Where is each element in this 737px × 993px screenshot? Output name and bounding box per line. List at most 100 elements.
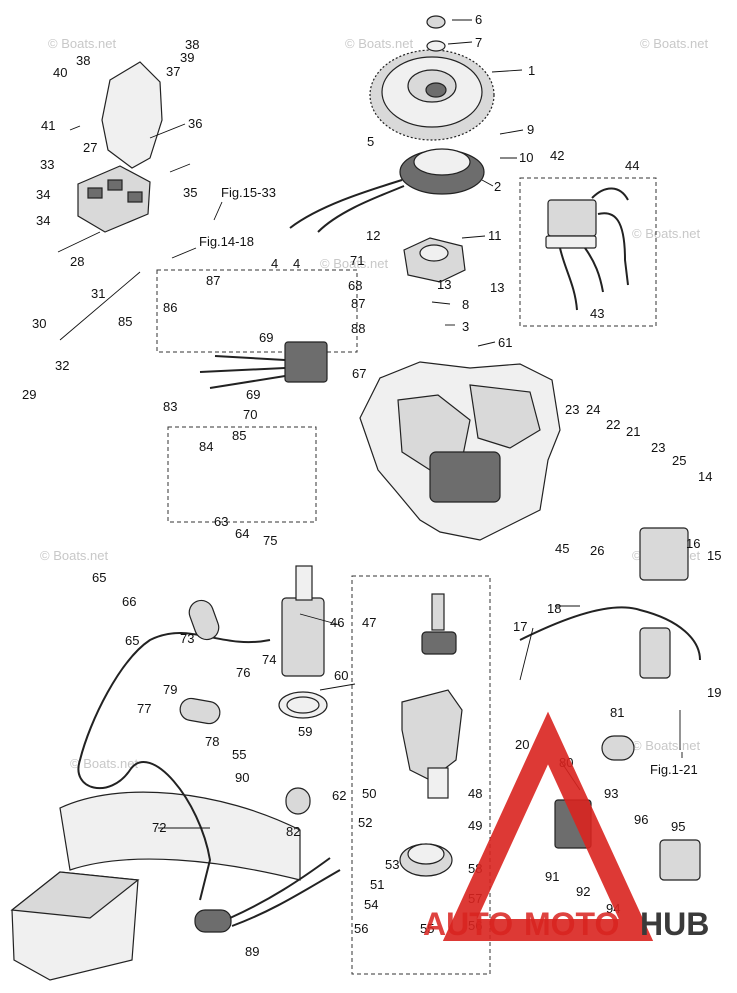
battery [10,871,140,981]
starter-armature [401,593,463,799]
callout: 70 [243,407,257,422]
callout: 87 [351,296,365,311]
callout: 23 [651,440,665,455]
starter-motor [278,565,328,719]
ignition-coil [545,187,629,311]
sub-harness [519,606,701,661]
callout: 69 [259,330,273,345]
callout: 22 [606,417,620,432]
callout: 88 [351,321,365,336]
callout: 75 [263,533,277,548]
group-box-46 [351,575,491,975]
callout: 71 [350,253,364,268]
callout: 53 [385,857,399,872]
callout: 38 [185,37,199,52]
callout: 1 [528,63,535,78]
callout: 84 [199,439,213,454]
callout: 40 [53,65,67,80]
callout: 49 [468,818,482,833]
callout: 2 [494,179,501,194]
callout: 81 [610,705,624,720]
callout: 43 [590,306,604,321]
callout: 54 [364,897,378,912]
callout: 72 [152,820,166,835]
callout: 65 [125,633,139,648]
watermark: © Boats.net [640,36,709,51]
starter-end-cap [399,843,453,877]
fuse-holder-96 [659,839,701,881]
watermark: © Boats.net [632,226,701,241]
callout: 16 [686,536,700,551]
rectifier-regulator [199,341,328,389]
watermark: © Boats.net [70,756,139,771]
relay-box [77,165,151,233]
watermark: © Boats.net [48,36,117,51]
callout: 68 [348,278,362,293]
callout: 96 [634,812,648,827]
main-harness [194,857,341,933]
callout: 62 [332,788,346,803]
callout: 13 [437,277,451,292]
callout: 34 [36,187,50,202]
callout: 23 [565,402,579,417]
figure-reference: Fig.1-21 [650,762,698,777]
automotohub-logo: AUTO MOTO HUB [423,711,709,942]
callout: 34 [36,213,50,228]
callout: 33 [40,157,54,172]
callout: 74 [262,652,276,667]
bottom-cowling [59,791,301,881]
callout: 65 [92,570,106,585]
callout: 50 [362,786,376,801]
battery-cable [77,631,271,901]
callout: 11 [488,228,502,243]
callout: 47 [362,615,376,630]
callout: 93 [604,786,618,801]
callout: 7 [475,35,482,50]
callout: 59 [298,724,312,739]
callout: 24 [586,402,600,417]
callout: 13 [490,280,504,295]
callout: 21 [626,424,640,439]
logo-word-hub: HUB [640,906,709,942]
callout: 69 [246,387,260,402]
callout: 30 [32,316,46,331]
callout: 5 [367,134,374,149]
callout: 86 [163,300,177,315]
callout: 87 [206,273,220,288]
callout: 35 [183,185,197,200]
callout: 79 [163,682,177,697]
callout: 46 [330,615,344,630]
cdi-unit [639,527,689,581]
callout: 25 [672,453,686,468]
callout: 83 [163,399,177,414]
callout: 85 [232,428,246,443]
pulser-coil-base [403,237,466,283]
callout-labels: 1 2 3 4 4 5 6 7 8 9 10 11 12 13 13 14 15… [22,12,721,959]
flywheel [369,49,495,141]
callout: 89 [245,944,259,959]
callout: 4 [271,256,278,271]
callout: 17 [513,619,527,634]
callout: 4 [293,256,300,271]
callout: 55 [420,921,434,936]
callout: 37 [166,64,180,79]
figure-reference: Fig.14-18 [199,234,254,249]
group-box-86 [156,269,358,353]
callout: 31 [91,286,105,301]
callout: 6 [475,12,482,27]
callout: 9 [527,122,534,137]
watermark: © Boats.net [40,548,109,563]
callout: 26 [590,543,604,558]
logo-triangle-icon [442,711,654,941]
mounting-bracket [101,61,163,169]
callout: 36 [188,116,202,131]
callout: 42 [550,148,564,163]
callout: 41 [41,118,55,133]
callout: 92 [576,884,590,899]
flywheel-nut [426,15,446,52]
watermark: © Boats.net [632,738,701,753]
callout: 60 [334,668,348,683]
callout: 82 [286,824,300,839]
